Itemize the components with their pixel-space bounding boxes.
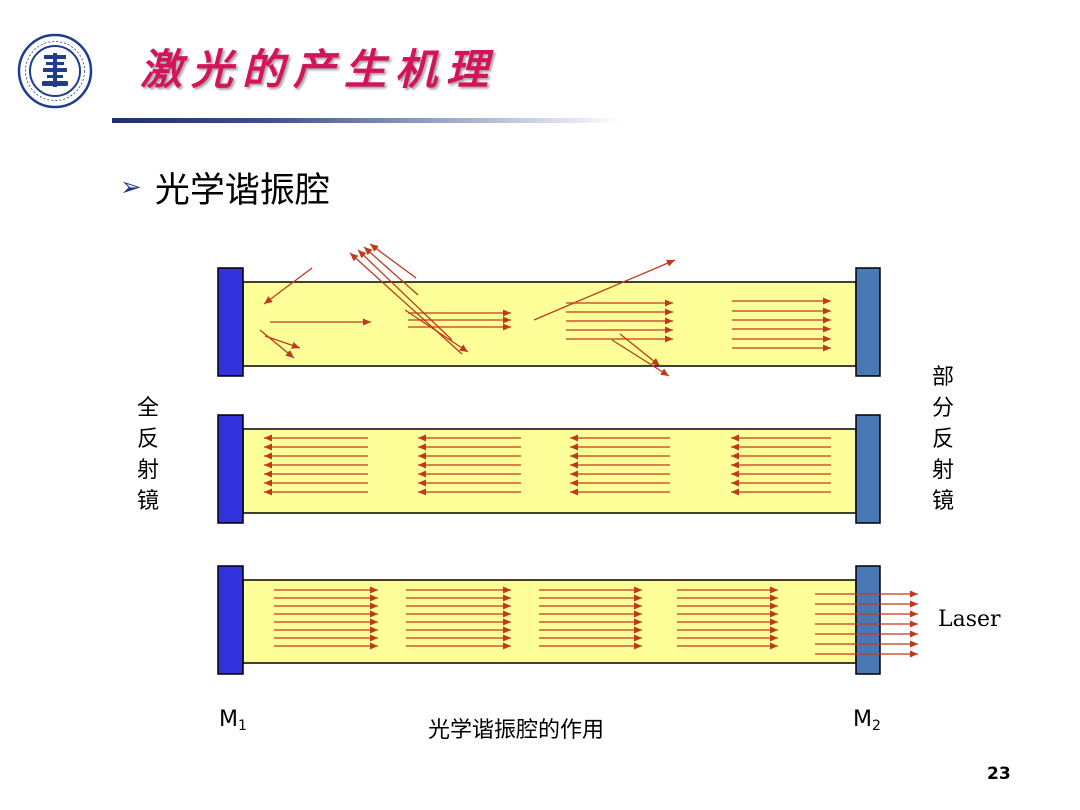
light-ray: [611, 339, 670, 377]
laser-label: Laser: [938, 607, 1001, 632]
full-mirror-char: 全: [136, 396, 159, 421]
partial-reflection-mirror: [855, 565, 881, 675]
university-logo: [17, 33, 93, 109]
diagram-caption: 光学谐振腔的作用: [428, 718, 605, 743]
mirror-m1-label: M1: [219, 707, 247, 734]
mirror-m2-label: M2: [853, 707, 881, 734]
gain-medium: [242, 428, 857, 514]
partial-mirror-char: 射: [931, 458, 954, 483]
full-reflection-mirror: [217, 414, 244, 524]
partial-mirror-label: 部 分 反 射 镜: [923, 362, 963, 517]
partial-reflection-mirror: [855, 414, 881, 524]
full-reflection-mirror: [217, 267, 244, 377]
light-ray: [349, 252, 463, 355]
partial-mirror-char: 镜: [931, 489, 954, 514]
full-mirror-char: 反: [136, 427, 159, 452]
bullet-arrow-icon: ➢: [120, 172, 142, 203]
slide-title: 激光的产生机理: [140, 45, 498, 94]
partial-reflection-mirror: [855, 267, 881, 377]
light-ray: [404, 309, 469, 353]
light-ray: [357, 249, 453, 341]
partial-mirror-char: 部: [931, 365, 954, 390]
light-ray: [363, 246, 419, 296]
light-ray: [264, 335, 301, 349]
full-reflection-mirror: [217, 565, 244, 675]
title-underline: [112, 118, 622, 123]
full-mirror-label: 全 反 射 镜: [128, 393, 168, 517]
full-mirror-char: 镜: [136, 489, 159, 514]
light-ray: [259, 329, 295, 359]
bullet-text: 光学谐振腔: [154, 171, 330, 211]
page-number: 23: [987, 764, 1011, 784]
light-ray: [369, 243, 417, 279]
partial-mirror-char: 反: [931, 427, 954, 452]
bullet-item: ➢ 光学谐振腔: [120, 162, 330, 213]
light-ray: [263, 267, 313, 305]
gain-medium: [242, 281, 857, 367]
light-ray: [533, 259, 676, 321]
partial-mirror-char: 分: [931, 396, 954, 421]
light-ray: [619, 333, 661, 367]
full-mirror-char: 射: [136, 458, 159, 483]
